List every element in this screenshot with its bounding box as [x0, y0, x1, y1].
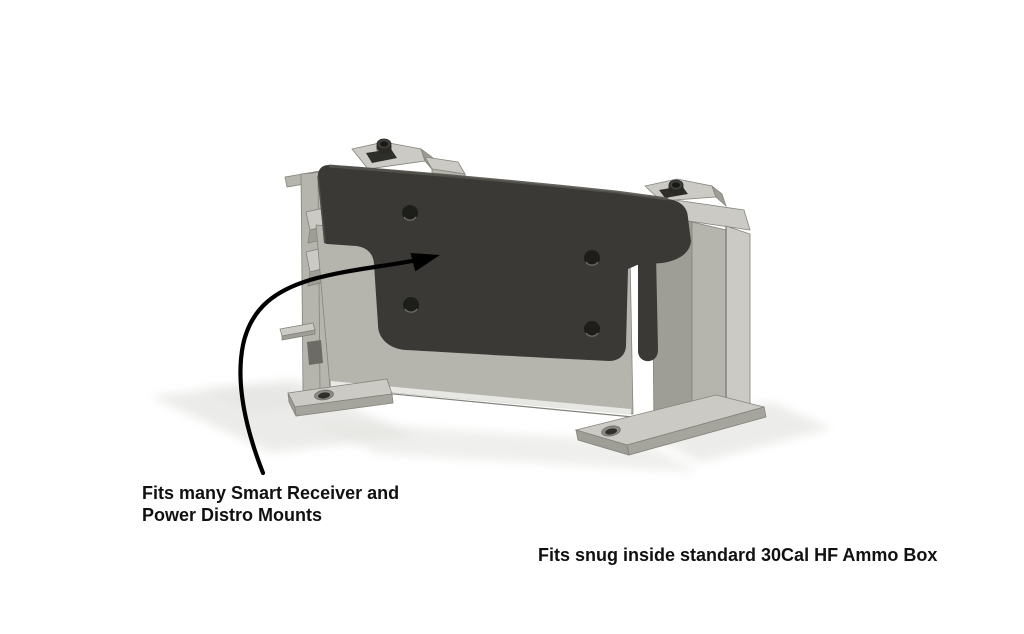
plate-hole: [584, 250, 600, 266]
callout-arrow: [238, 253, 440, 476]
plate-hole: [584, 321, 600, 337]
mount-foot-right: [574, 394, 767, 456]
socket-screw-left: [376, 138, 392, 154]
callout-caption-line1: Fits many Smart Receiver and: [142, 483, 400, 503]
socket-screw-right: [668, 179, 684, 195]
ammo-box-caption: Fits snug inside standard 30Cal HF Ammo …: [538, 545, 938, 565]
mount-foot-left: [287, 378, 394, 417]
foot-hole: [601, 425, 621, 437]
side-tab: [279, 322, 323, 365]
foot-hole: [314, 389, 334, 401]
plate-hole: [403, 297, 419, 313]
mounting-plate: [317, 164, 691, 362]
callout-caption-line2: Power Distro Mounts: [142, 505, 323, 525]
callout-caption: Fits many Smart Receiver and Power Distr…: [142, 482, 399, 526]
side-clip: [307, 340, 323, 365]
plate-hole: [402, 205, 418, 221]
plate-clip: [638, 252, 658, 362]
